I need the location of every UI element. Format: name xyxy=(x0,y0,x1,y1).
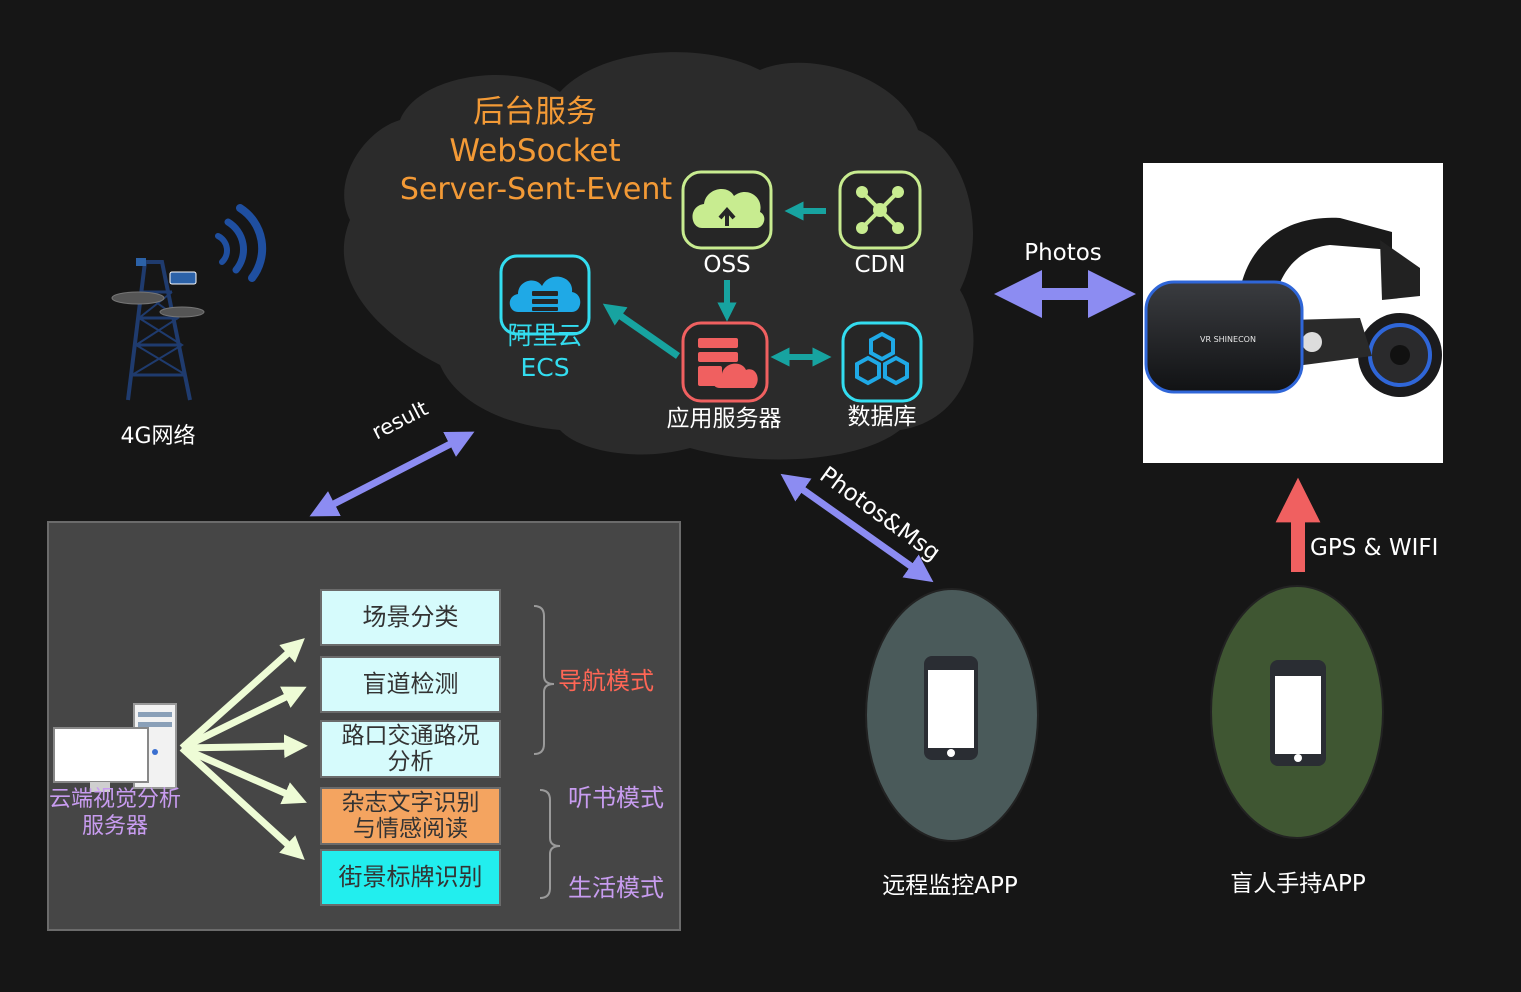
ecs-label-line1: 阿里云 xyxy=(507,321,583,350)
database-hexagon-icon xyxy=(841,321,923,403)
traffic-analysis-label-line1: 路口交通路况 xyxy=(341,722,480,749)
listening-mode-label: 听书模式 xyxy=(568,784,664,812)
oss-upload-icon xyxy=(681,170,773,250)
result-arrow xyxy=(309,431,475,517)
analysis-arrow-traffic xyxy=(181,734,308,759)
blind-app-label: 盲人手持APP xyxy=(1230,871,1366,897)
analysis-arrow-magazine xyxy=(180,744,307,805)
oss-label: OSS xyxy=(703,252,751,278)
tactile-paving-detection-label: 盲道检测 xyxy=(362,669,459,698)
navigation-mode-bracket xyxy=(533,605,555,755)
analysis-arrow-signboard xyxy=(179,745,305,861)
traffic-analysis-box: 路口交通路况 分析 xyxy=(320,720,501,778)
app-server-to-ecs-arrow xyxy=(602,303,681,359)
cdn-network-icon xyxy=(838,170,922,250)
wireless-signal-icon xyxy=(215,204,267,282)
photos-msg-arrow xyxy=(780,473,934,583)
living-mode-label: 生活模式 xyxy=(568,874,664,902)
navigation-mode-label: 导航模式 xyxy=(558,667,654,695)
cell-tower-icon xyxy=(111,258,205,401)
magazine-reading-label-line2: 与情感阅读 xyxy=(353,816,468,842)
app-server-label: 应用服务器 xyxy=(666,406,782,432)
signboard-recognition-box: 街景标牌识别 xyxy=(320,849,501,906)
magazine-reading-label-line1: 杂志文字识别 xyxy=(341,789,480,816)
vr-headset-image: VR SHINECON xyxy=(1143,163,1443,463)
traffic-analysis-label-line2: 分析 xyxy=(387,749,434,775)
backend-sse-label: Server-Sent-Event xyxy=(399,172,673,207)
backend-websocket-label: WebSocket xyxy=(449,133,621,169)
cdn-label: CDN xyxy=(854,252,906,278)
monitor-app-label: 远程监控APP xyxy=(882,873,1018,899)
analysis-arrow-scene xyxy=(179,638,305,751)
monitor-app-phone xyxy=(865,588,1039,842)
signboard-recognition-label: 街景标牌识别 xyxy=(338,862,483,891)
photos-arrow-label: Photos xyxy=(1024,240,1102,266)
analysis-arrow-tactile xyxy=(180,686,307,752)
computer-icon xyxy=(53,703,177,792)
ecs-label-line2: ECS xyxy=(520,353,570,382)
scene-classification-box: 场景分类 xyxy=(320,589,501,646)
gps-wifi-arrow-label: GPS & WIFI xyxy=(1310,535,1439,561)
network-label: 4G网络 xyxy=(120,424,196,449)
vr-brand-label: VR SHINECON xyxy=(1200,335,1256,344)
ecs-cloud-server-icon xyxy=(499,254,591,336)
blind-app-phone xyxy=(1210,585,1384,839)
reading-mode-bracket xyxy=(539,789,561,899)
database-label: 数据库 xyxy=(847,404,917,430)
scene-classification-label: 场景分类 xyxy=(362,602,459,631)
app-server-icon xyxy=(681,321,769,403)
vision-server-name-line1: 云端视觉分析 xyxy=(48,787,181,812)
backend-title: 后台服务 xyxy=(473,94,597,130)
magazine-reading-box: 杂志文字识别 与情感阅读 xyxy=(320,787,501,845)
vision-server-name-line2: 服务器 xyxy=(81,814,148,839)
tactile-paving-detection-box: 盲道检测 xyxy=(320,656,501,713)
